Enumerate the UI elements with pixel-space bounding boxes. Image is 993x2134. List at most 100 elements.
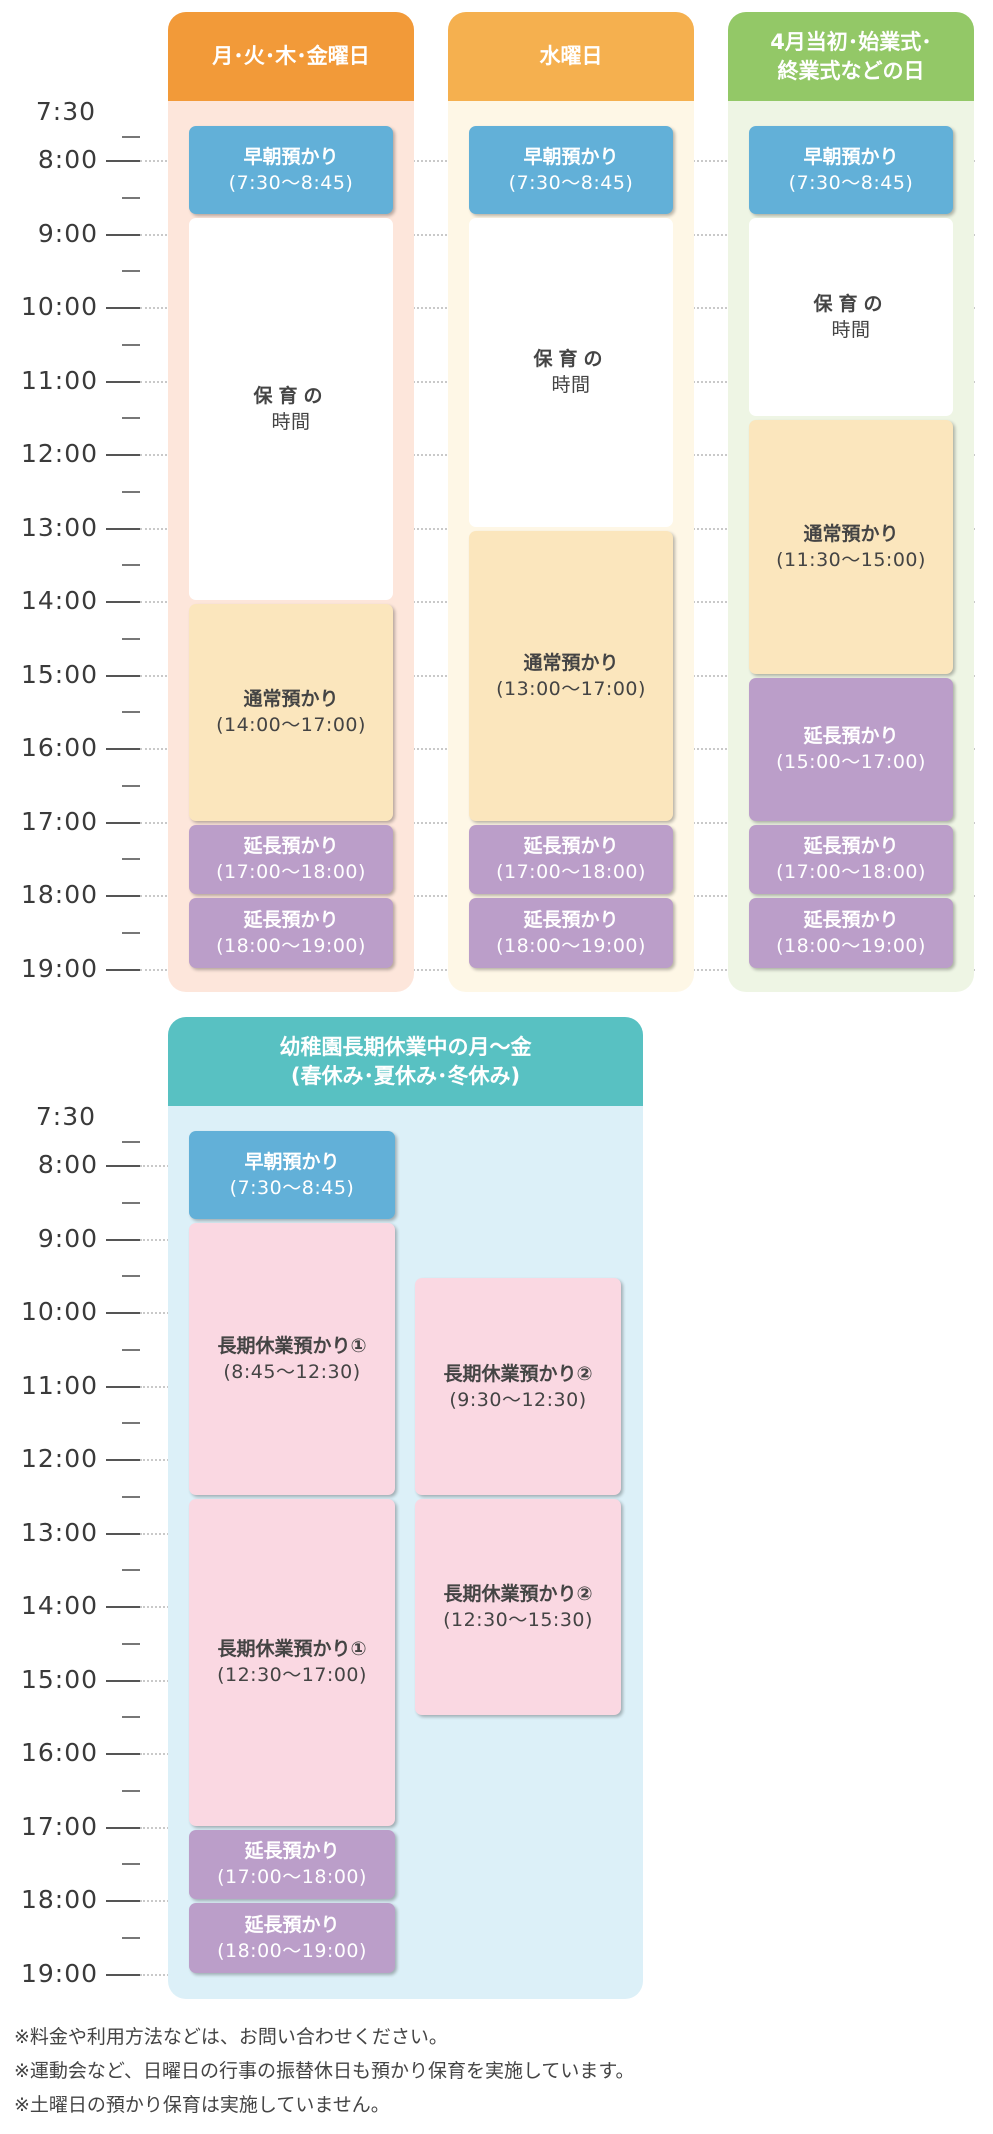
top-tick-minor xyxy=(122,270,140,273)
bottom-time-label: 16:00 xyxy=(20,1738,98,1767)
top-tick-minor xyxy=(122,343,140,346)
bottom-tick-major xyxy=(106,1973,140,1976)
block-long: 長期休業預かり① (8:45～12:30) xyxy=(189,1223,395,1495)
block-extend-title: 延長預かり xyxy=(803,908,899,931)
top-time-label: 16:00 xyxy=(20,733,98,762)
long-break-header-line: 幼稚園長期休業中の月～金 xyxy=(279,1034,532,1059)
block-extend-range: (17:00～18:00) xyxy=(217,1866,367,1889)
bottom-tick-minor xyxy=(122,1348,140,1351)
block-extend: 延長預かり (15:00～17:00) xyxy=(749,677,953,821)
block-extend: 延長預かり(18:00～19:00) xyxy=(749,898,953,968)
top-tick-minor xyxy=(122,858,140,861)
block-long-range: (12:30～15:30) xyxy=(443,1609,593,1631)
top-tick-major xyxy=(106,454,140,456)
bottom-time-label: 14:00 xyxy=(20,1591,98,1620)
block-normal: 通常預かり(14:00～17:00) xyxy=(189,604,393,821)
block-normal: 通常預かり (13:00～17:00) xyxy=(469,530,673,821)
bottom-tick-minor xyxy=(122,1275,140,1278)
block-extend: 延長預かり (17:00～18:00) xyxy=(189,1829,395,1899)
bottom-tick-minor xyxy=(122,1789,140,1792)
block-extend-title: 延長預かり xyxy=(523,835,619,858)
block-early-range: (7:30～8:45) xyxy=(788,172,914,195)
block-care-title: 保育の xyxy=(813,293,889,316)
long-break-header-line: (春休み･夏休み･冬休み) xyxy=(290,1063,521,1088)
block-normal-range: (13:00～17:00) xyxy=(496,677,646,700)
block-care-title: 保育の xyxy=(253,385,329,408)
block-normal-title: 通常預かり xyxy=(803,522,899,545)
block-extend-range: (17:00～18:00) xyxy=(776,861,926,884)
block-long-title: 長期休業預かり① xyxy=(217,1334,367,1357)
bottom-tick-minor xyxy=(122,1569,140,1572)
block-normal-range: (11:30～15:00) xyxy=(776,548,926,571)
top-time-label: 8:00 xyxy=(37,145,98,174)
block-extend-range: (17:00～18:00) xyxy=(216,861,366,884)
bottom-tick-minor xyxy=(122,1201,140,1204)
top-tick-minor xyxy=(122,490,140,493)
block-long-range: (8:45～12:30) xyxy=(223,1360,361,1383)
block-long: 長期休業預かり①(12:30～17:00) xyxy=(189,1498,395,1826)
bottom-tick-major xyxy=(106,1826,140,1829)
block-care-title: 保育の xyxy=(533,348,609,371)
long-break-header: 幼稚園長期休業中の月～金 (春休み･夏休み･冬休み) xyxy=(168,1017,643,1106)
bottom-tick-minor xyxy=(122,1495,140,1498)
top-tick-major xyxy=(106,674,140,677)
top-tick-major xyxy=(106,821,140,824)
top-tick-major xyxy=(106,748,140,750)
top-time-label: 13:00 xyxy=(20,512,98,542)
bottom-tick-major xyxy=(106,1459,140,1461)
top-tick-major xyxy=(106,527,140,530)
block-early-title: 早朝預かり xyxy=(803,146,899,169)
top-tick-minor xyxy=(122,564,140,567)
bottom-time-label: 8:00 xyxy=(37,1150,98,1179)
column-header-green-line: 終業式などの日 xyxy=(777,58,925,83)
top-tick-minor xyxy=(122,931,140,934)
block-extend: 延長預かり(18:00～19:00) xyxy=(189,1903,395,1973)
block-early-title: 早朝預かり xyxy=(244,1151,340,1174)
block-early: 早朝預かり (7:30～8:45) xyxy=(469,126,673,215)
top-tick-major xyxy=(106,895,140,897)
block-long-title: 長期休業預かり② xyxy=(443,1583,593,1605)
block-extend-title: 延長預かり xyxy=(244,1840,340,1863)
note-saturday: ※土曜日の預かり保育は実施していません。 xyxy=(14,2094,390,2116)
block-care: 保育の時間 xyxy=(469,218,673,527)
block-early: 早朝預かり (7:30～8:45) xyxy=(749,126,953,215)
bottom-time-label-start: 7:30 xyxy=(35,1102,96,1132)
block-extend-title: 延長預かり xyxy=(803,725,899,747)
note-fees: ※料金や利用方法などは、お問い合わせください。 xyxy=(14,2026,448,2048)
top-tick-major xyxy=(106,307,140,309)
column-header-green: 4月当初･始業式･ 終業式などの日 xyxy=(728,12,974,101)
block-extend-range: (18:00～19:00) xyxy=(496,934,646,957)
block-early-title: 早朝預かり xyxy=(523,146,619,169)
block-early-range: (7:30～8:45) xyxy=(508,172,634,195)
bottom-tick-major xyxy=(106,1385,140,1388)
bottom-tick-major xyxy=(106,1606,140,1608)
bottom-tick-minor xyxy=(122,1863,140,1866)
block-normal-title: 通常預かり xyxy=(523,651,619,674)
top-time-label: 10:00 xyxy=(20,292,98,321)
column-header-yellow-line: 水曜日 xyxy=(539,44,603,68)
bottom-time-label: 12:00 xyxy=(20,1444,98,1473)
top-tick-start xyxy=(122,136,140,139)
block-care: 保育の時間 xyxy=(749,218,953,417)
bottom-time-label: 13:00 xyxy=(20,1517,98,1547)
bottom-tick-major xyxy=(106,1238,140,1241)
note-substitute-holiday: ※運動会など、日曜日の行事の振替休日も預かり保育を実施しています。 xyxy=(14,2060,635,2082)
column-header-green-line: 4月当初･始業式･ xyxy=(770,29,932,54)
block-extend-range: (15:00～17:00) xyxy=(776,751,926,773)
block-extend: 延長預かり(17:00～18:00) xyxy=(749,824,953,894)
top-tick-major xyxy=(106,968,140,971)
block-early-range: (7:30～8:45) xyxy=(229,1177,355,1200)
block-long-title: 長期休業預かり② xyxy=(443,1362,593,1385)
block-care-range: 時間 xyxy=(551,374,591,397)
block-extend: 延長預かり(18:00～19:00) xyxy=(469,898,673,968)
bottom-time-label: 15:00 xyxy=(20,1664,98,1694)
top-time-label-start: 7:30 xyxy=(35,97,96,127)
column-header-orange-line: 月･火･木･金曜日 xyxy=(212,44,370,68)
block-extend-title: 延長預かり xyxy=(243,835,339,858)
top-tick-minor xyxy=(122,196,140,199)
bottom-time-label: 19:00 xyxy=(20,1958,98,1988)
column-header-orange: 月･火･木･金曜日 xyxy=(168,12,414,101)
notes: ※料金や利用方法などは、お問い合わせください。 ※運動会など、日曜日の行事の振替… xyxy=(14,2020,974,2122)
top-tick-major xyxy=(106,601,140,603)
